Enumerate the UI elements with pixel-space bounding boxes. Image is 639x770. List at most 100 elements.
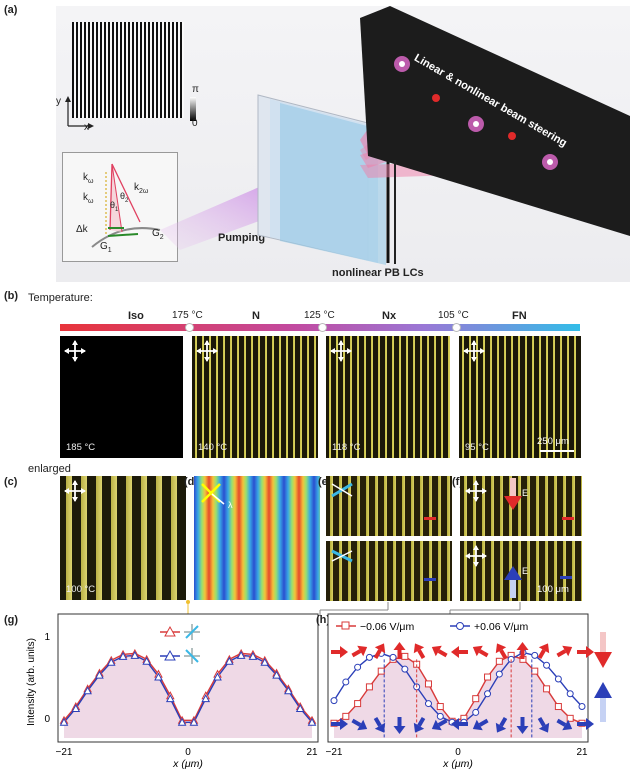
polarization-arrows-icon [331,549,353,563]
director-arrow-icon [451,646,468,658]
legend-red-label: −0.06 V/μm [360,621,414,633]
grating-pattern [72,22,184,118]
chart-g-ytick-1: 1 [44,632,50,643]
phase-scale-bottom: 0 [192,118,198,129]
data-point [436,712,444,720]
tile-temp-1: 185 °C [66,442,96,453]
scale-bar-label-f: 100 μm [537,584,569,595]
director-arrow-icon [516,717,529,734]
director-arrow-icon [495,643,508,660]
chart-h-area-fill [334,655,582,738]
transition-marker-3 [452,323,461,332]
chart-g-area-fill [64,653,312,738]
red-marker [424,517,436,520]
data-point [83,686,92,695]
director-arrow-icon [495,716,508,733]
chart-g-xtick-0: −21 [56,747,73,758]
panel-label-g: (g) [4,614,19,626]
director-arrow-icon [577,718,594,730]
data-point [130,650,140,659]
data-point [213,672,222,681]
data-point [354,663,362,671]
transition-marker-2 [318,323,327,332]
enlarged-temp: 100 °C [66,584,96,595]
data-point [578,703,586,711]
data-point [307,717,317,726]
panel-label-c: (c) [4,476,18,488]
phase-nx: Nx [382,310,397,322]
lambda-label: λ [228,500,233,510]
data-point [95,670,104,679]
director-arrow-icon [351,645,368,658]
polarizer-cross-icon [196,340,218,362]
data-point [201,694,211,703]
micrograph-n [192,336,318,458]
chart-g-series-red [63,652,313,721]
data-point [354,700,362,708]
director-arrow-icon [537,716,550,733]
polarizer-cross-icon [330,340,352,362]
data-point [142,656,152,665]
chart-g-ylabel: Intensity (arb. units) [26,638,37,726]
chart-h-xtick-1: 0 [455,747,461,758]
g1-label: G1 [100,241,112,254]
chart-h: −21 0 21 x (μm) −0.06 V/μm +0.06 V/μm [326,613,612,770]
phase-fn: FN [512,310,527,322]
field-label-top: E [522,488,529,498]
panel-label-f: (f) [452,476,463,488]
field-arrow-down-icon [504,478,522,510]
data-point [531,667,539,675]
polarizer-cross-icon [64,340,86,362]
chart-g-xtick-2: 21 [306,747,318,758]
delta-k-label: Δk [76,224,88,235]
data-point [71,703,81,712]
phase-scale-bar [190,97,196,121]
director-arrow-icon [373,643,386,660]
director-arrow-icon [413,716,426,733]
legend-polarizer-icon [184,624,200,640]
chart-h-xlabel: x (μm) [442,758,473,770]
enlarged-label: enlarged [28,463,71,475]
data-point [554,675,562,683]
director-arrow-icon [472,718,489,731]
polarizer-cross-icon [465,480,487,502]
device-label: nonlinear PB LCs [332,267,424,279]
director-arrow-icon [413,643,426,660]
director-arrow-icon [431,718,448,731]
polarizer-cross-icon [465,545,487,567]
data-point [436,703,444,711]
scale-bar-b [540,450,574,452]
data-point [118,651,128,660]
phase-n: N [252,310,260,322]
field-arrow-up-icon [504,566,522,598]
polarizer-cross-icon [64,480,86,502]
polarization-arrows-icon [201,483,225,505]
data-point [531,651,539,659]
k-omega-label-1: kω [83,172,94,185]
micrograph-enlarged [60,476,186,600]
axis-y-label: y [56,96,61,107]
k-2omega-label: k2ω [134,182,149,195]
panel-label-h: (h) [316,614,331,626]
axes-icon [65,96,94,129]
g2-label: G2 [152,228,164,241]
chart-g: 0 1 −21 0 21 x (μm) Intensity (arb. unit… [26,613,319,770]
tile-temp-3: 118 °C [332,442,361,453]
transition-3: 105 °C [438,310,469,321]
phase-matching-inset [62,152,178,262]
micrograph-fn [459,336,581,458]
data-point [365,683,373,691]
data-point [236,650,246,659]
director-arrow-icon [472,645,489,658]
legend-blue-marker [164,649,176,661]
field-arrow-up-icon [594,682,612,722]
data-point [495,670,503,678]
wave-vector-diagram [91,163,161,248]
data-point [543,685,551,693]
pumping-label: Pumping [218,232,266,244]
data-point [495,657,503,665]
projection-screen [360,6,630,236]
transition-2: 125 °C [304,310,335,321]
polarization-arrows-icon [331,482,353,498]
blue-marker [560,576,572,579]
